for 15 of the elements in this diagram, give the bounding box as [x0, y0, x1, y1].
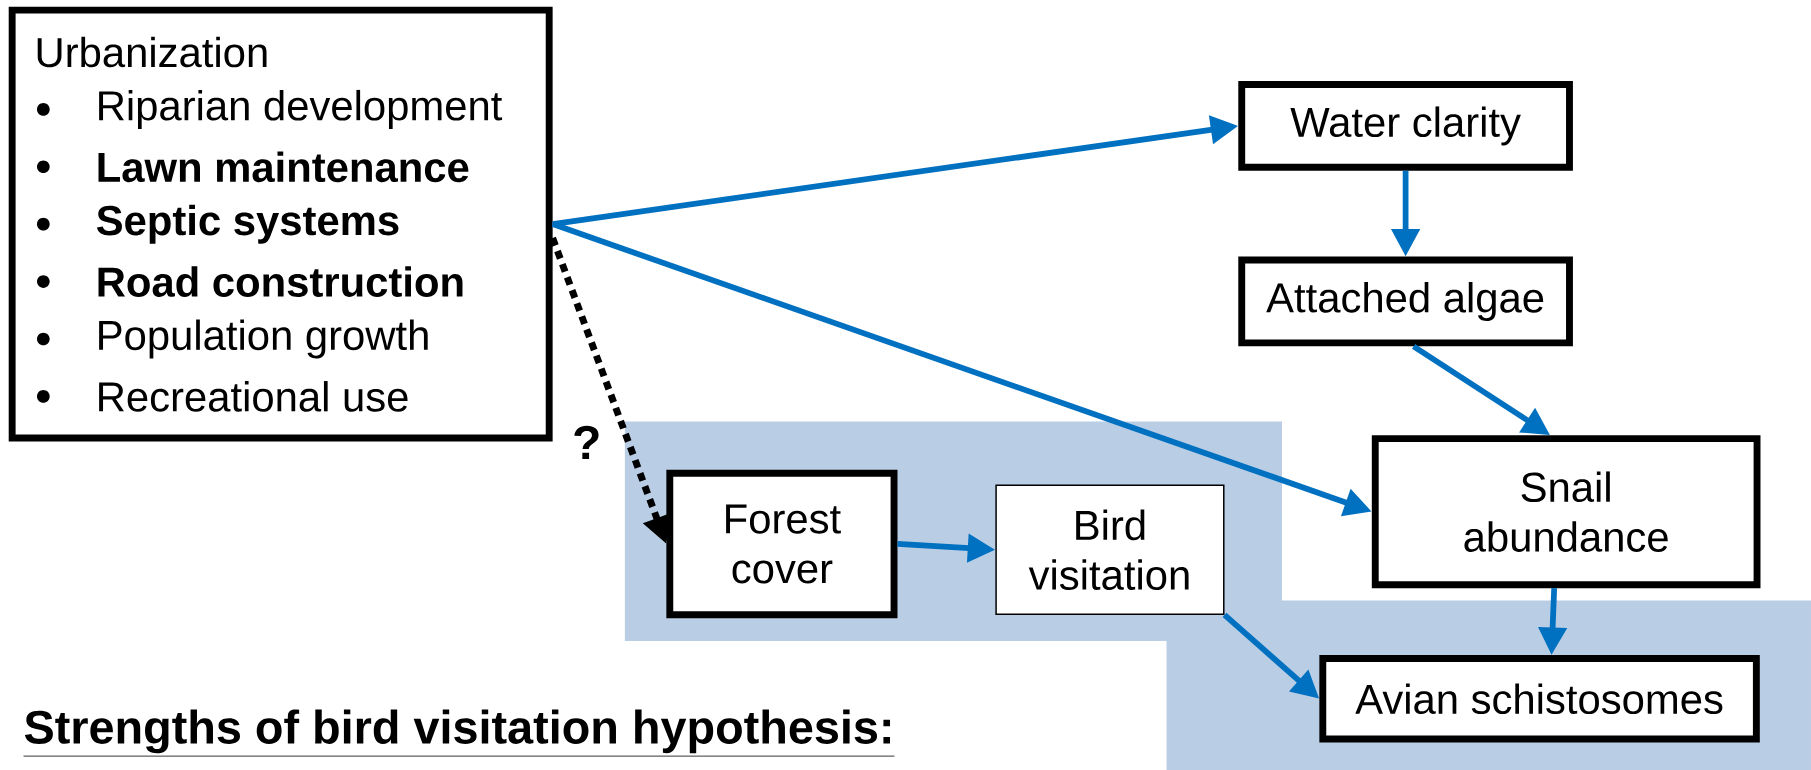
- list-item: Recreational use: [99, 380, 408, 412]
- edge-label: ?: [574, 425, 599, 459]
- list-item: Riparian development: [99, 89, 503, 129]
- process-box: Snail abundance: [1371, 435, 1761, 588]
- list-item: Road construction: [98, 266, 463, 297]
- list-heading: Urbanization: [37, 36, 267, 68]
- list-item: Lawn maintenance: [98, 151, 469, 182]
- list-item: Population growth: [99, 319, 428, 359]
- process-box: Water clarity: [1238, 80, 1573, 171]
- process-box: Attached algae: [1238, 256, 1573, 347]
- heading: Strengths of bird visitation hypothesis:: [23, 709, 895, 757]
- process-box: Forest cover: [666, 469, 898, 618]
- process-box: Avian schistosomes: [1319, 654, 1760, 743]
- process-box: Bird visitation: [995, 484, 1225, 615]
- list-item: Septic systems: [96, 204, 399, 244]
